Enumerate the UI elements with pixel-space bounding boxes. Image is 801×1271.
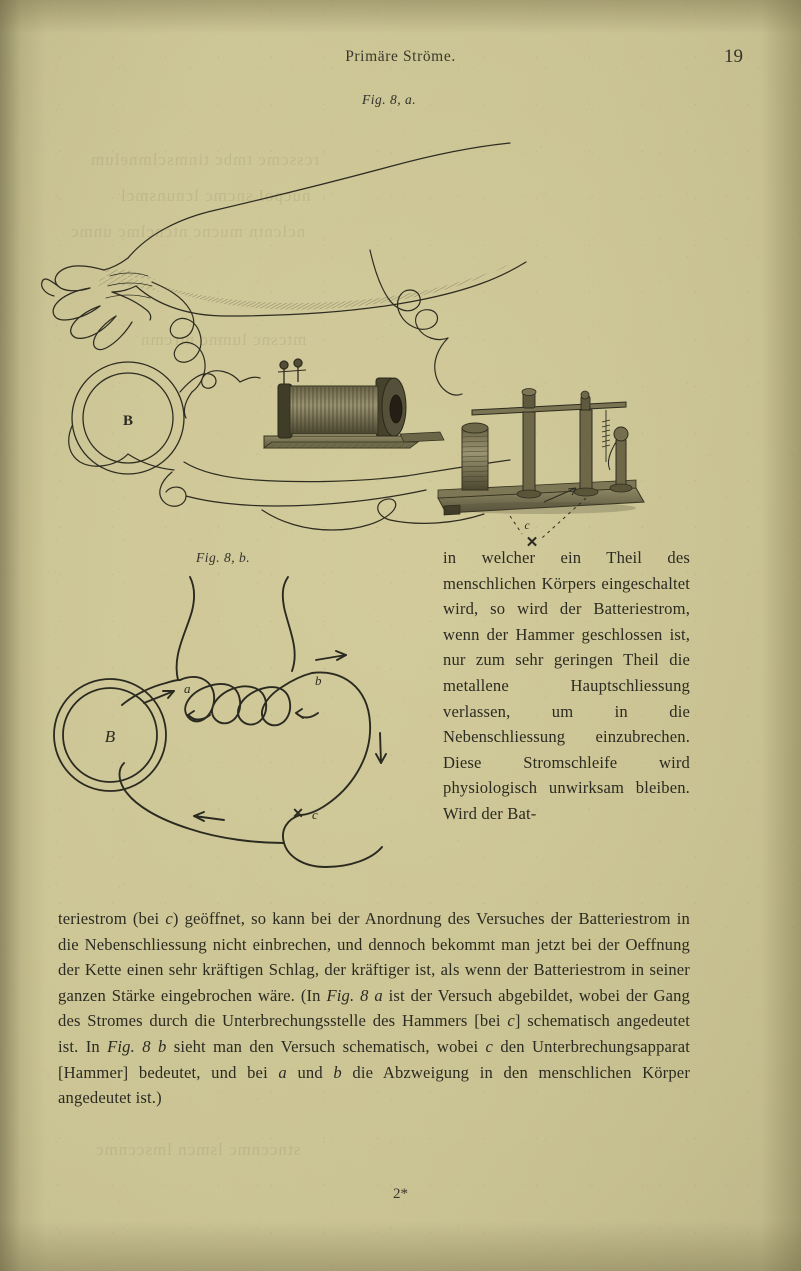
hand-shading: [98, 276, 160, 292]
arm-engraving: [40, 142, 527, 351]
interrupter-label-c-fig8b: c: [312, 807, 318, 822]
arm-shading: [150, 264, 510, 310]
electrode-wire-left: [151, 281, 206, 419]
connecting-wires: [159, 459, 511, 531]
current-arrows: [143, 650, 387, 822]
battery-symbol-fig8a: B: [71, 361, 185, 475]
running-head: Primäre Ströme. 19: [58, 46, 743, 70]
figure-8a-illustration: B: [40, 110, 660, 551]
branch-label-a: a: [184, 681, 191, 696]
battery-lead-wire: [179, 370, 261, 393]
body-paragraph: teriestrom (bei c) geöffnet, so kann bei…: [58, 909, 690, 1108]
battery-label-b-fig8b: B: [105, 727, 116, 746]
cross-mark-fig8a: ✕: [526, 535, 539, 551]
signature-mark: 2*: [393, 1186, 408, 1202]
cross-mark-fig8b: ✕: [292, 807, 304, 822]
electrode-wire-right: [369, 249, 463, 396]
battery-symbol-fig8b: B: [53, 678, 167, 792]
page-number: 19: [724, 46, 743, 67]
figure-caption-8b: Fig. 8, b.: [196, 550, 251, 565]
coil-windings: [292, 387, 374, 433]
hammer-interrupter-apparatus: [437, 388, 645, 516]
branch-label-b: b: [315, 673, 322, 688]
interrupter-label-c-fig8a: c: [524, 520, 529, 532]
pointer-lines-to-c: [509, 497, 587, 539]
battery-label-b: B: [123, 413, 133, 429]
figure-caption-8a: Fig. 8, a.: [362, 92, 417, 107]
pointer-arrow: [543, 487, 577, 503]
induction-coil-apparatus: [262, 358, 445, 449]
figure-8b-schematic: B a: [50, 575, 395, 915]
hand-shading: [106, 269, 156, 280]
running-head-title: Primäre Ströme.: [345, 48, 456, 65]
text-column-right: in welcher ein Theil des menschlichen Kö…: [443, 548, 690, 823]
